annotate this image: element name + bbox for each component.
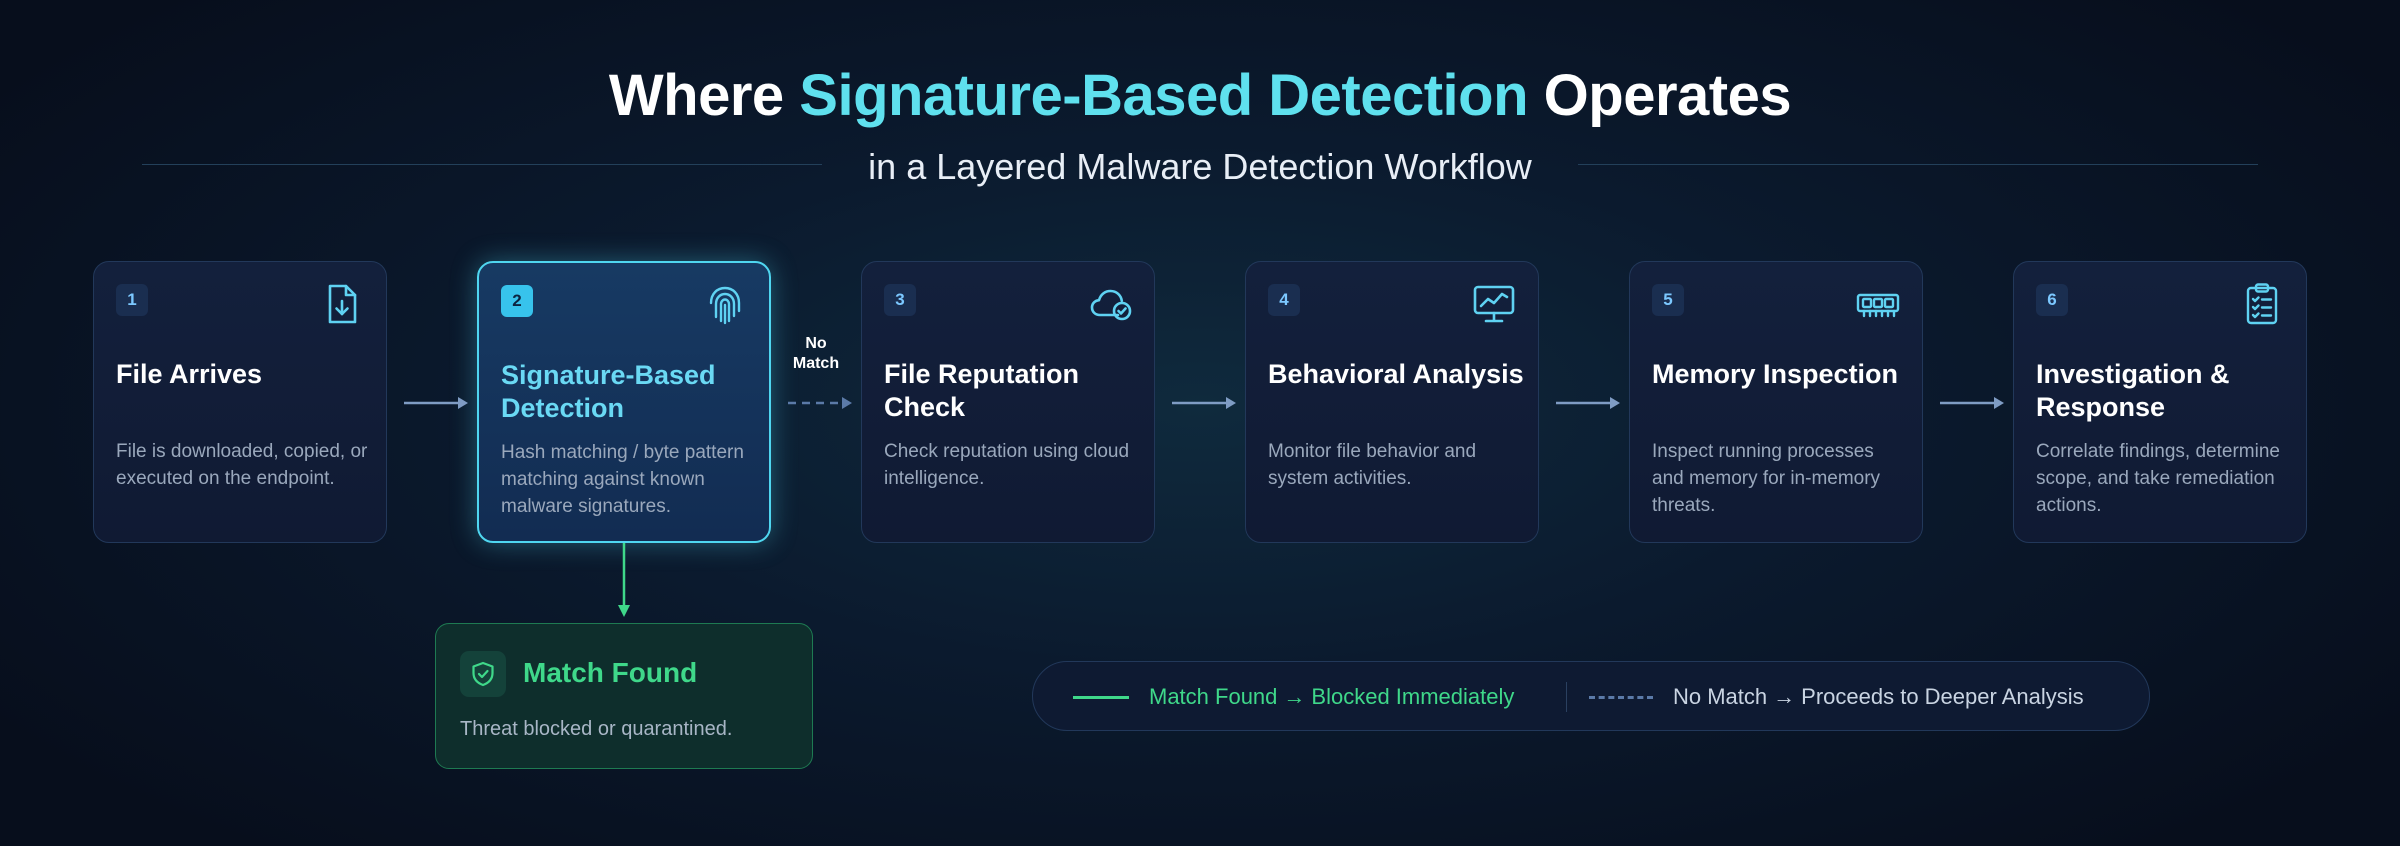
flow-arrow-5-6 xyxy=(1940,397,2004,409)
step-card-behavioral-analysis: 4 Behavioral Analysis Monitor file behav… xyxy=(1245,261,1539,543)
legend-no-match-text: No Match→Proceeds to Deeper Analysis xyxy=(1673,684,2084,710)
clipboard-checklist-icon xyxy=(2240,282,2284,326)
legend-dashed-line xyxy=(1589,696,1653,699)
no-match-label: No Match xyxy=(792,335,840,372)
step-number: 1 xyxy=(116,284,148,316)
subtitle-divider-right xyxy=(1578,164,2258,165)
legend-match-text: Match Found→Blocked Immediately xyxy=(1149,684,1514,710)
legend-solid-line xyxy=(1073,696,1129,699)
step-description: Correlate findings, determine scope, and… xyxy=(2036,441,2280,516)
step-number: 2 xyxy=(501,285,533,317)
step-title: File Reputation Check xyxy=(884,359,1079,422)
flow-arrow-2-3-dashed xyxy=(788,397,852,409)
legend-match-label: Match Found xyxy=(1149,684,1278,709)
legend-no-match-label: No Match xyxy=(1673,684,1768,709)
legend-divider xyxy=(1566,682,1567,712)
step-title: Signature-Based Detection xyxy=(501,360,716,423)
step-number: 5 xyxy=(1652,284,1684,316)
legend: Match Found→Blocked Immediately No Match… xyxy=(1032,661,2150,731)
step-title: Behavioral Analysis xyxy=(1268,359,1524,389)
match-found-description: Threat blocked or quarantined. xyxy=(460,718,733,740)
step-number: 4 xyxy=(1268,284,1300,316)
page-subtitle: in a Layered Malware Detection Workflow xyxy=(868,146,1532,187)
cloud-check-icon xyxy=(1088,282,1132,326)
step-card-file-arrives: 1 File Arrives File is downloaded, copie… xyxy=(93,261,387,543)
monitor-chart-icon xyxy=(1472,282,1516,326)
title-prefix: Where xyxy=(608,63,800,128)
flow-arrow-4-5 xyxy=(1556,397,1620,409)
step-description: Inspect running processes and memory for… xyxy=(1652,441,1881,516)
step-card-investigation-response: 6 Investigation & Response Correlate fin… xyxy=(2013,261,2307,543)
step-card-signature-detection: 2 Signature-Based Detection Hash matchin… xyxy=(477,261,771,543)
flow-arrow-3-4 xyxy=(1172,397,1236,409)
memory-chip-icon xyxy=(1856,282,1900,326)
match-found-title: Match Found xyxy=(523,657,698,688)
legend-no-match-result: Proceeds to Deeper Analysis xyxy=(1801,684,2084,709)
subtitle-row: in a Layered Malware Detection Workflow xyxy=(142,140,2258,190)
step-description: Monitor file behavior and system activit… xyxy=(1268,441,1477,489)
step-description: Hash matching / byte pattern matching ag… xyxy=(501,442,744,517)
subtitle-divider-left xyxy=(142,164,822,165)
title-highlight: Signature-Based Detection xyxy=(799,63,1529,128)
title-suffix: Operates xyxy=(1528,63,1792,128)
step-title: Memory Inspection xyxy=(1652,359,1899,389)
flow-arrow-1-2 xyxy=(404,397,468,409)
step-number: 3 xyxy=(884,284,916,316)
step-description: Check reputation using cloud intelligenc… xyxy=(884,441,1130,489)
legend-arrow: → xyxy=(1773,684,1796,709)
legend-arrow: → xyxy=(1283,684,1306,709)
match-found-box: Match Found Threat blocked or quarantine… xyxy=(435,623,813,769)
step-card-file-reputation: 3 File Reputation Check Check reputation… xyxy=(861,261,1155,543)
page-title: Where Signature-Based Detection Operates xyxy=(0,62,2400,129)
file-download-icon xyxy=(320,282,364,326)
shield-check-icon xyxy=(460,651,506,697)
step-number: 6 xyxy=(2036,284,2068,316)
fingerprint-icon xyxy=(703,283,747,327)
legend-match-result: Blocked Immediately xyxy=(1311,684,1515,709)
step-title: Investigation & Response xyxy=(2036,359,2230,422)
step-card-memory-inspection: 5 Memory Inspection Inspect running proc… xyxy=(1629,261,1923,543)
step-description: File is downloaded, copied, or executed … xyxy=(116,441,368,489)
match-found-arrow xyxy=(618,543,630,617)
step-title: File Arrives xyxy=(116,359,263,389)
